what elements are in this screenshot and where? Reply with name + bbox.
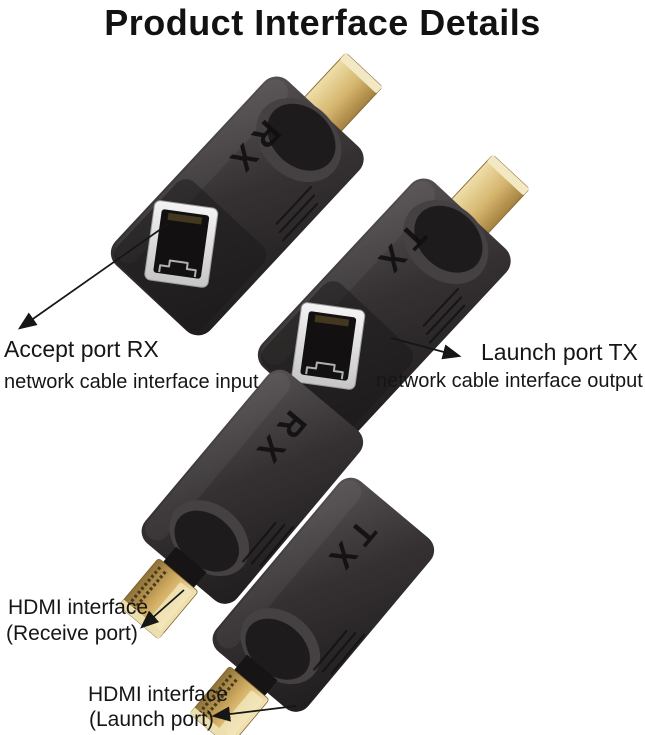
page-title: Product Interface Details (104, 2, 541, 43)
ridge-line (330, 634, 365, 675)
body-highlight (145, 372, 291, 541)
hdmi-plug-tip (487, 155, 529, 195)
ridge-line (428, 304, 466, 344)
plug-collar-inner (267, 103, 336, 171)
device-rx-rj45: RX (110, 53, 382, 336)
plug-collar-inner (174, 510, 239, 572)
label-launch-port: Launch port TX (481, 339, 638, 365)
rj45-cavity (300, 311, 357, 381)
rj45-pins (314, 314, 350, 327)
label-accept-port: Accept port RX (4, 336, 159, 362)
ridge-line (425, 296, 463, 336)
ridge-line (242, 521, 277, 563)
label-hdmi-receive-subtitle: (Receive port) (6, 622, 138, 645)
hdmi-pin-row (132, 570, 167, 612)
label-launch-port-subtitle: network cable interface output (376, 370, 643, 392)
grip-ridges (313, 629, 365, 675)
plug-collar-inner (414, 205, 483, 273)
body-highlight (216, 480, 362, 649)
hdmi-plug-tip (340, 53, 382, 93)
arrow-hdmi-launch (211, 705, 297, 722)
rj45-pins (167, 212, 203, 225)
hdmi-pin-row (126, 566, 162, 607)
ridge-line (278, 194, 316, 234)
label-hdmi-launch: HDMI interface (88, 683, 229, 706)
arrow-accept-port (17, 223, 169, 330)
hdmi-pin-row (203, 678, 238, 720)
device-tx-hdmi: TX (189, 477, 435, 735)
grip-ridges (275, 185, 319, 242)
ridge-line (250, 524, 286, 565)
rj45-cavity (153, 209, 210, 279)
grip-ridges (242, 521, 294, 567)
rj45-clip-slot (158, 259, 197, 278)
ridge-line (275, 185, 313, 225)
label-hdmi-launch-subtitle: (Launch port) (89, 708, 214, 731)
arrow-hdmi-receive (140, 589, 185, 629)
plug-collar-inner (245, 618, 310, 680)
ridge-line (321, 632, 357, 673)
ridge-line (281, 202, 319, 242)
plug-neck (230, 654, 278, 701)
label-hdmi-receive: HDMI interface (8, 596, 149, 619)
ridge-line (313, 629, 348, 671)
rj45-clip-slot (305, 361, 344, 380)
device-rx-hdmi: RX (118, 369, 364, 640)
ridge-line (259, 526, 294, 567)
rj45-port (291, 302, 366, 390)
hdmi-plug-highlight (217, 690, 263, 735)
plug-neck (159, 546, 207, 593)
arrow-launch-port (390, 337, 462, 360)
grip-ridges (422, 287, 466, 344)
hdmi-plug-tip (189, 707, 235, 735)
label-accept-port-subtitle: network cable interface input (4, 371, 259, 393)
ridge-line (422, 287, 460, 327)
hdmi-pin-row (197, 674, 233, 715)
device-tx-rj45: TX (257, 155, 529, 438)
rj45-port (144, 200, 219, 288)
